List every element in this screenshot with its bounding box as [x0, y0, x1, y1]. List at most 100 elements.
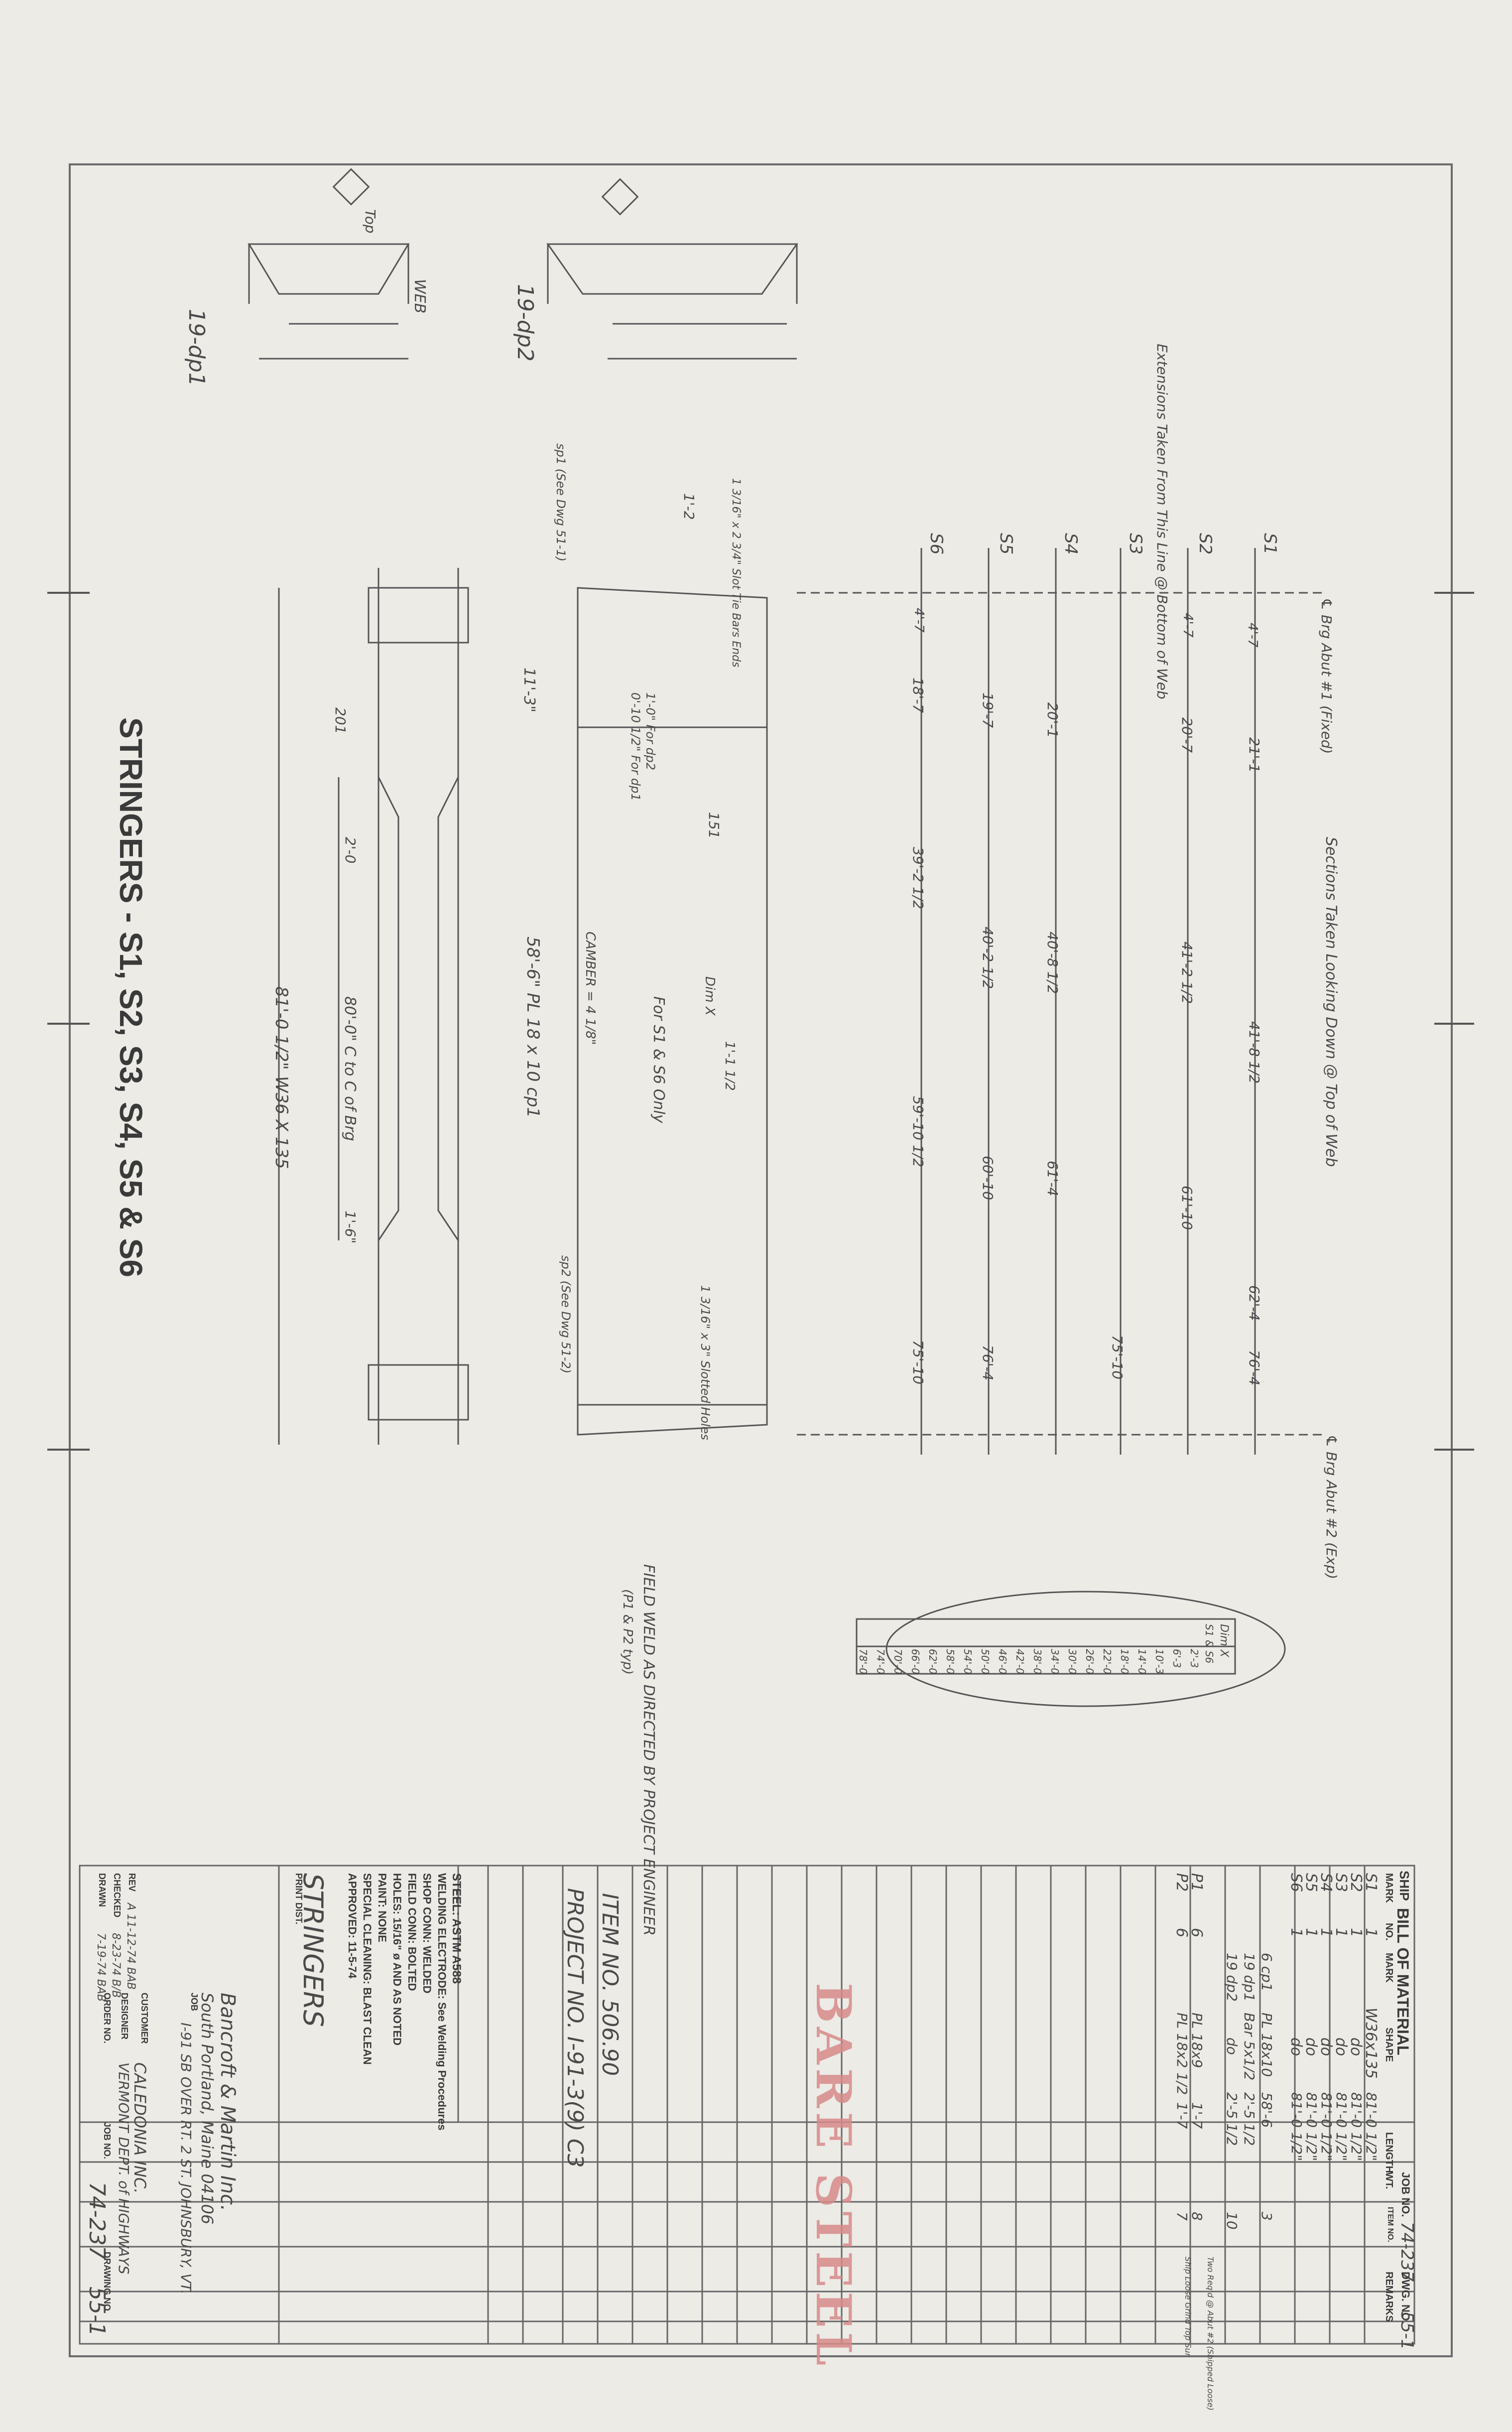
bom-row-s4-mark: S4 [1317, 1873, 1335, 1892]
bom-row-s6-mark: S6 [1287, 1873, 1305, 1892]
bom-row-s2-shape: do [1347, 2037, 1365, 2056]
bom-col-length: LENGTH [1384, 2132, 1394, 2173]
bom-row-s2-length: 81'-0 1/2" [1348, 2092, 1365, 2162]
print-dist-label: PRINT DIST. [294, 1873, 304, 1925]
section-dim-s4-1: 20'-1 [1044, 702, 1061, 738]
dim-x-row: 58'-0 [944, 1649, 956, 1674]
checked-label: CHECKED [112, 1873, 122, 1918]
section-dim-s2-3: 61'-10 [1179, 1186, 1195, 1230]
dim-x-row: 22'-0 [1101, 1649, 1113, 1674]
bom-dwg-no: 55-1 [1397, 2311, 1417, 2350]
bare-steel-stamp: BARE STEEL [805, 1983, 862, 2370]
bom-note-holes: HOLES: 15/16" ø AND AS NOTED [391, 1873, 403, 2046]
brg-abut-1: ℄ Brg Abut #1 (Fixed) [1318, 598, 1335, 754]
camber-note: CAMBER = 4 1/8" [583, 932, 598, 1045]
bom-row-s1-length: 81'-0 1/2" [1363, 2092, 1380, 2162]
dim-s6-row1: 4'-7 [911, 608, 926, 633]
field-weld-note: FIELD WELD AS DIRECTED BY PROJECT ENGINE… [640, 1564, 657, 1936]
section-dim-s6-3: 59'-10 1/2 [910, 1096, 926, 1168]
section-dim-s1-2: 41'-8 1/2 [1246, 1021, 1262, 1084]
section-dim-s5-1: 19'-7 [980, 692, 996, 728]
dim-1-0-dp2: 1'-0" For dp2 [643, 692, 657, 771]
stringer-label-s6: S6 [926, 533, 946, 555]
dim-x-row: 78'-0 [857, 1649, 869, 1674]
section-dim-s6-1: 18'-7 [910, 677, 926, 713]
registration-ticks [47, 592, 1474, 1451]
bom-row-s3-no: 1 [1332, 1928, 1350, 1938]
web-label: WEB [411, 279, 428, 314]
dim-0-10-dp1: 0'-10 1/2" For dp1 [629, 692, 642, 801]
section-dim-s1-4: 76'-4 [1246, 1350, 1262, 1386]
bom-col-mark2: MARK [1384, 1953, 1394, 1983]
dp1-label: 19-dp1 [184, 309, 209, 387]
bom-row-dp1-shape: Bar 5x1/2 [1241, 2013, 1258, 2081]
detail-dp1 [248, 168, 410, 360]
title-job-no-value: 74-237 [84, 2182, 110, 2260]
dim-x-label: Dim X [702, 976, 717, 1016]
bom-row-s6-length: 81'-0 1/2" [1288, 2092, 1305, 2162]
bom-row-s5-mark: S5 [1302, 1873, 1320, 1892]
section-dim-s4-3: 61'-4 [1044, 1161, 1061, 1197]
for-s1-s6-note: For S1 & S6 Only [650, 996, 667, 1123]
bom-row-dp2-mark: 19 dp2 [1224, 1953, 1240, 2002]
bom-row-p2-mark: P2 [1173, 1873, 1190, 1892]
designer-value: VERMONT DEPT. of HIGHWAYS [116, 2062, 132, 2275]
bom-col-wt: WT. [1384, 2172, 1394, 2189]
bom-note-cleaning: SPECIAL CLEANING: BLAST CLEAN [361, 1873, 374, 2065]
checked-value: 8-23-74 B/B [110, 1933, 122, 1998]
section-dim-s6-4: 75'-10 [910, 1340, 926, 1385]
bom-row-cp1-length: 58'-6 [1259, 2092, 1275, 2128]
sections-note: Sections Taken Looking Down @ Top of Web [1322, 837, 1340, 1167]
dim-x-row: 18'-0 [1119, 1649, 1131, 1674]
overall-length: 81'-0 1/2" [271, 986, 291, 1070]
bom-job-no-label: JOB NO. [1399, 2172, 1412, 2217]
dim-x-row: 42'-0 [1014, 1649, 1026, 1674]
bom-note-welding: WELDING ELECTRODE: See Welding Procedure… [436, 1873, 448, 2131]
bom-row-p2-shape: PL 18x2 1/2 [1174, 2013, 1190, 2095]
bill-of-material-grid [79, 1865, 1415, 2345]
dim-x-row: 50'-0 [979, 1649, 991, 1674]
section-dim-s1-3: 62'-4 [1246, 1285, 1262, 1321]
dp2-label: 19-dp2 [512, 284, 538, 362]
dim-2-0: 2'-0 [342, 837, 359, 864]
bom-row-p1-mark: P1 [1188, 1873, 1205, 1892]
section-dim-s4-4: 76'-4 [980, 1345, 996, 1381]
bom-row-s6-shape: do [1287, 2037, 1305, 2056]
bom-row-s4-shape: do [1317, 2037, 1335, 2056]
detail-dp2 [546, 178, 798, 360]
designer-label: DESIGNER [120, 1993, 129, 2040]
section-dim-s5-3: 60'-10 [980, 1156, 996, 1201]
bom-row-dp1-mark: 19 dp1 [1241, 1953, 1258, 2002]
bom-col-no: NO. [1384, 1923, 1394, 1941]
dim-x-row: 30'-0 [1066, 1649, 1078, 1674]
bom-row-p1-item: 8 [1189, 2212, 1205, 2221]
section-dim-s1-1: 21'-1 [1246, 737, 1262, 773]
dim-x-row: 2'-3 [1188, 1649, 1200, 1668]
drawing-no-value: 55-1 [84, 2287, 110, 2336]
section-dim-s6-2: 39'-2 1/2 [910, 847, 926, 910]
bom-row-dp2-shape: do [1224, 2037, 1240, 2055]
bom-row-cp1-shape: PL 18x10 [1259, 2013, 1275, 2077]
customer-label: CUSTOMER [139, 1993, 149, 2044]
bom-row-s1-no: 1 [1362, 1928, 1380, 1938]
bom-col-shape: SHAPE [1384, 2027, 1394, 2062]
bom-row-p1-length: 1'-7 [1189, 2102, 1205, 2129]
brg-abut-2: ℄ Brg Abut #2 (Exp) [1323, 1435, 1340, 1580]
dim-x-row: 26'-0 [1084, 1649, 1096, 1674]
bom-row-s5-no: 1 [1302, 1928, 1320, 1938]
bom-row-s3-mark: S3 [1332, 1873, 1350, 1892]
section-dim-s5-2: 40'-2 1/2 [980, 927, 996, 989]
section-dim-s4-2: 40'-8 1/2 [1044, 932, 1061, 994]
bom-note-shop-conn: SHOP CONN: WELDED [421, 1873, 433, 1994]
ctoc-length: 80'-0" C to C of Brg [341, 996, 359, 1141]
bom-note-paint: PAINT: NONE [376, 1873, 388, 1942]
dim-x-row: 14'-0 [1136, 1649, 1148, 1674]
dim-1-2: 1'-2 [681, 493, 697, 520]
dim-11-3: 11'-3" [520, 668, 538, 713]
bom-row-cp1-item: 3 [1259, 2212, 1275, 2221]
stringer-label-s3: S3 [1126, 533, 1145, 555]
bom-row-p1-shape: PL 18x9 [1189, 2013, 1205, 2068]
bom-row-p1-remarks: Two Req'd @ Abut #2 (Shipped Loose) [1206, 2257, 1215, 2411]
dim-1-6: 1'-6" [342, 1211, 359, 1244]
customer-value: CALEDONIA INC. [130, 2062, 149, 2194]
